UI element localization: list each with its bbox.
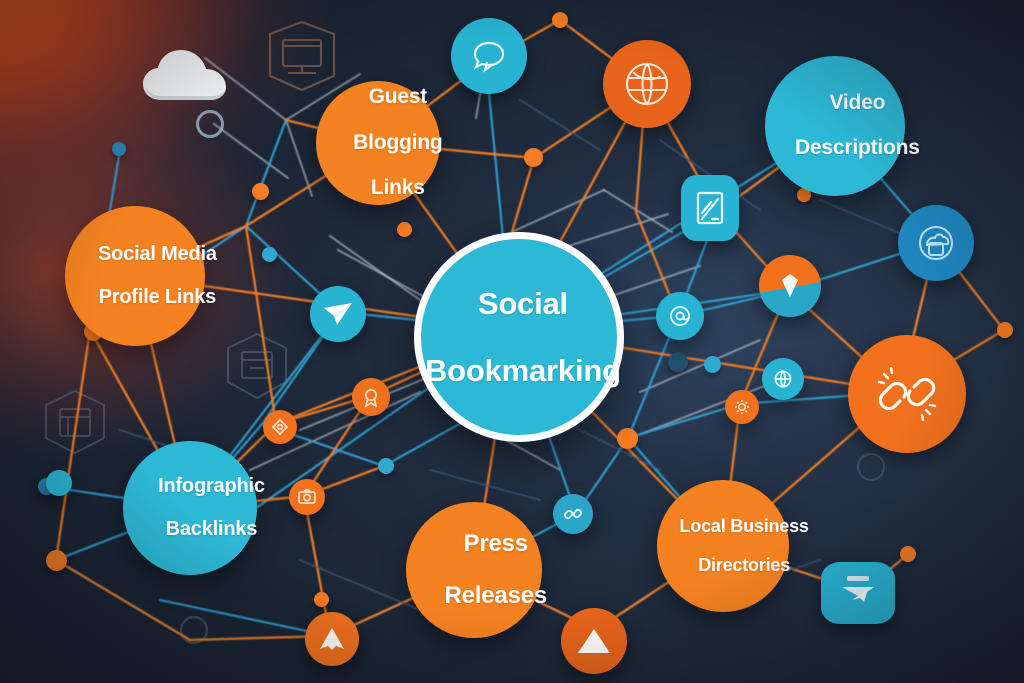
label-line: Social Media xyxy=(98,242,217,265)
mesh-node xyxy=(112,142,126,156)
mesh-node xyxy=(668,352,688,372)
label-line: Infographic xyxy=(158,474,265,497)
paper-plane-icon xyxy=(310,286,366,342)
label-line: Local Business xyxy=(679,515,809,536)
label-line: Backlinks xyxy=(165,517,258,540)
badge-icon xyxy=(352,378,390,416)
label-line: Guest xyxy=(368,85,428,109)
hub-label-line: Social xyxy=(477,285,568,321)
mesh-icon-node xyxy=(46,470,72,496)
node-guest-blogging-links[interactable]: Guest Blogging Links xyxy=(316,81,443,205)
document-chart-icon xyxy=(681,175,739,241)
globe-small-icon xyxy=(762,358,804,400)
mesh-node xyxy=(704,356,721,373)
globe-icon xyxy=(603,40,691,128)
at-sign-icon xyxy=(656,292,704,340)
label-line: Video xyxy=(829,90,886,114)
label-line: Press xyxy=(463,530,529,558)
node-video-descriptions[interactable]: Video Descriptions xyxy=(765,56,920,196)
mesh-node xyxy=(900,546,916,562)
cloud-icon xyxy=(143,50,226,100)
mesh-node xyxy=(262,247,277,262)
node-infographic-backlinks[interactable]: Infographic Backlinks xyxy=(123,441,265,575)
hub-label-line: Bookmarking xyxy=(424,352,621,388)
speech-bubble-icon xyxy=(451,18,527,94)
mesh-node xyxy=(46,550,67,571)
mesh-node xyxy=(252,183,269,200)
mesh-node xyxy=(524,148,543,167)
node-local-business-directories[interactable]: Local Business Directories xyxy=(657,480,809,612)
label-line: Descriptions xyxy=(794,136,920,160)
mountain-peak-icon xyxy=(305,612,359,666)
mesh-node xyxy=(552,12,568,28)
diamond-gem-icon xyxy=(759,255,821,317)
link-small-icon xyxy=(553,494,593,534)
label-line: Profile Links xyxy=(98,285,217,308)
ring-node xyxy=(196,110,224,138)
gear-icon xyxy=(725,390,759,424)
chain-link-icon xyxy=(848,335,966,453)
node-social-media-profile-links[interactable]: Social Media Profile Links xyxy=(65,206,217,346)
label-line: Links xyxy=(370,176,425,199)
hub-social-bookmarking[interactable]: Social Bookmarking xyxy=(414,232,624,442)
briefcase-send-icon xyxy=(821,562,895,624)
cloud-upload-icon xyxy=(898,205,974,281)
node-press-releases[interactable]: Press Releases xyxy=(406,502,547,638)
mesh-node xyxy=(997,322,1013,338)
label-line: Releases xyxy=(444,581,548,609)
mesh-node xyxy=(397,222,412,237)
mesh-node xyxy=(617,428,638,449)
triangle-up-icon xyxy=(561,608,627,674)
mesh-node xyxy=(378,458,394,474)
tag-icon xyxy=(263,410,297,444)
mesh-node xyxy=(314,592,329,607)
label-line: Blogging xyxy=(353,130,443,154)
label-line: Directories xyxy=(698,554,791,575)
